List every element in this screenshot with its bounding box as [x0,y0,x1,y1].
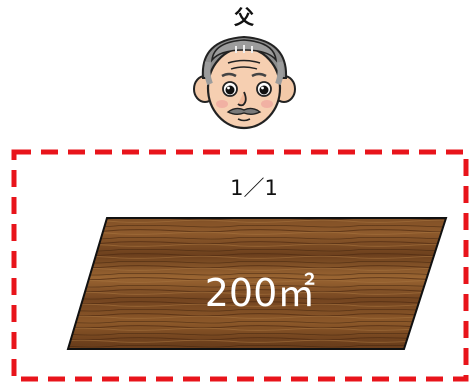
parcel-area: 200㎡ [205,271,316,315]
ownership-boundary [11,149,469,382]
land-parcel [66,217,448,350]
person-label: 父 [233,5,255,29]
share-fraction: 1／1 [230,176,278,200]
elderly-man-icon [193,35,296,130]
